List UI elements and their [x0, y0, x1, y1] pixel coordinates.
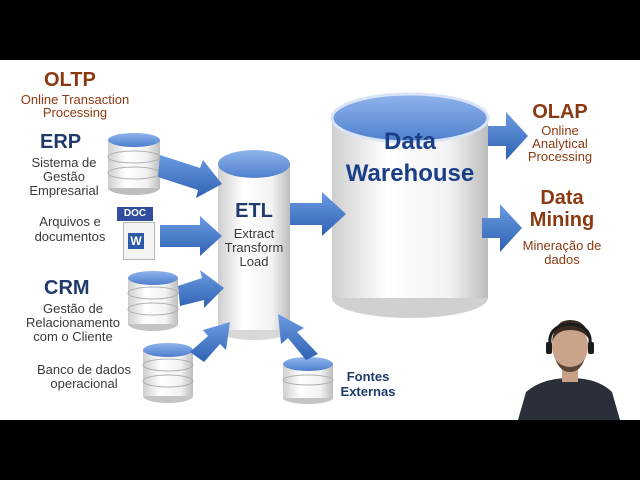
oltp-title: OLTP: [44, 69, 96, 91]
erp-title: ERP: [40, 131, 82, 153]
arrow-dw-to-olap: [488, 112, 528, 160]
erp-database-icon: [107, 133, 161, 195]
fontes-line1: Fontes: [346, 369, 390, 384]
docs-line1: Arquivos e: [39, 214, 101, 229]
arrow-etl-to-dw: [290, 192, 346, 236]
data-mining-line1: Data: [540, 187, 584, 209]
olap-title: OLAP: [532, 101, 588, 123]
dw-line2: Warehouse: [345, 160, 475, 187]
erp-line1: Sistema de: [31, 155, 97, 170]
etl-line1: Extract: [233, 226, 275, 241]
etl-line3: Load: [239, 254, 269, 269]
diagram-shapes: [107, 92, 528, 404]
banco-database-icon: [142, 343, 194, 403]
data-mining-sub1: Mineração de: [522, 238, 602, 253]
olap-line3: Processing: [527, 149, 593, 164]
doc-tag: DOC: [117, 207, 153, 221]
data-mining-sub2: dados: [544, 252, 580, 267]
erp-line3: Empresarial: [29, 183, 99, 198]
dw-line1: Data: [383, 128, 437, 155]
etl-cylinder: [218, 150, 290, 340]
data-mining-line2: Mining: [529, 209, 595, 231]
fontes-externas-database-icon: [282, 357, 334, 404]
presenter-silhouette-icon: [512, 312, 628, 420]
crm-line3: com o Cliente: [33, 329, 113, 344]
etl-line2: Transform: [224, 240, 284, 255]
arrow-banco-to-etl: [190, 322, 230, 362]
oltp-subtitle-line2: Processing: [42, 105, 108, 120]
slide: DOC W OLTP Online Transaction Processing…: [0, 60, 640, 420]
olap-line1: Online: [541, 123, 579, 138]
arrow-fontes-to-etl: [278, 314, 318, 360]
banco-line1: Banco de dados: [37, 362, 131, 377]
oltp-subtitle-line1: Online Transaction: [20, 92, 130, 107]
erp-line2: Gestão: [43, 169, 85, 184]
crm-line1: Gestão de: [43, 301, 103, 316]
crm-line2: Relacionamento: [26, 315, 120, 330]
olap-line2: Analytical: [532, 136, 588, 151]
word-document-icon: W: [123, 222, 155, 260]
crm-title: CRM: [44, 277, 90, 299]
banco-line2: operacional: [50, 376, 118, 391]
arrow-dw-to-data-mining: [482, 204, 522, 252]
arrow-crm-to-etl: [178, 270, 224, 308]
data-warehouse-cylinder: [330, 92, 490, 318]
fontes-line2: Externas: [340, 384, 396, 399]
presenter-webcam: [512, 312, 628, 420]
crm-database-icon: [127, 271, 179, 331]
docs-line2: documentos: [34, 229, 106, 244]
arrow-docs-to-etl: [160, 216, 222, 256]
arrow-erp-to-etl: [158, 155, 222, 198]
etl-title: ETL: [235, 200, 273, 222]
